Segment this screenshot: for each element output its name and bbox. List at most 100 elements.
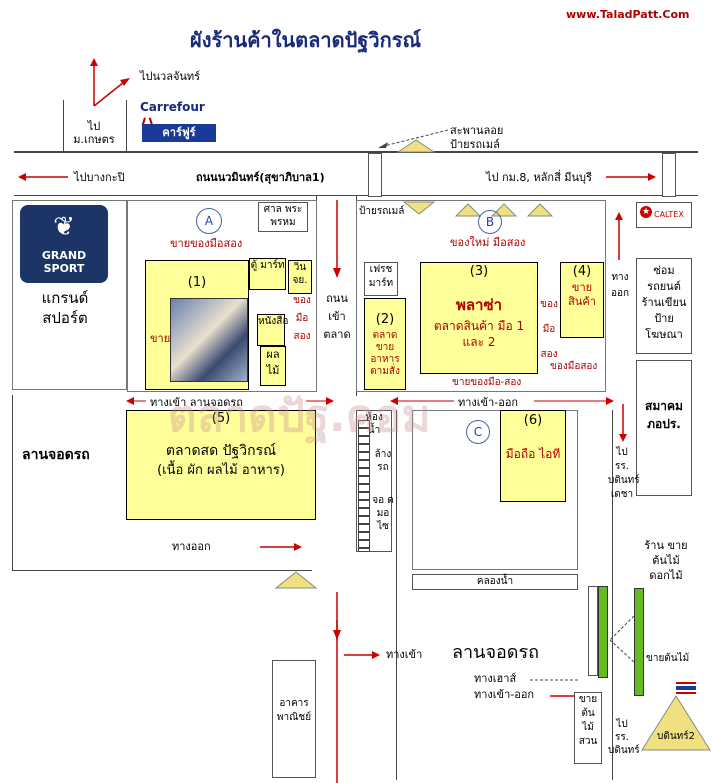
tree-pointer bbox=[609, 615, 635, 663]
zone-b-triangles bbox=[454, 203, 554, 217]
entrance-exit-top-label: ทางเข้า-ออก bbox=[458, 396, 519, 409]
overpass-post-left bbox=[368, 153, 382, 197]
shop-4-number: (4) bbox=[572, 264, 592, 279]
plaza-bottom-label: ขายของมือ-สอง bbox=[452, 377, 522, 388]
bodin-triangle-label: บดินทร์2 bbox=[656, 731, 695, 742]
overpass-label: สะพานลอย bbox=[450, 124, 504, 137]
shop-3-title: พลาซ่า bbox=[455, 296, 503, 314]
bodin-triangle bbox=[641, 695, 711, 751]
bus-stop-top-label: ป้ายรถเมล์ bbox=[450, 138, 500, 151]
side-road-left bbox=[63, 100, 64, 151]
overpass-triangle bbox=[396, 139, 436, 153]
shop-4[interactable] bbox=[560, 262, 604, 338]
entrance-exit-bottom-label: ทางเข้า-ออก bbox=[474, 688, 535, 701]
plaza-left-label: ของ มือ สอง bbox=[540, 299, 558, 360]
zone-b-label: ของใหม่ มือสอง bbox=[450, 236, 526, 249]
shop-5-number: (5) bbox=[211, 411, 231, 426]
win-moto-box[interactable]: วิน จย. bbox=[288, 260, 312, 294]
shop-3-subtitle: ตลาดสินค้า มือ 1 และ 2 bbox=[433, 319, 525, 349]
to-kaset-label: ไป ม.เกษตร bbox=[73, 120, 115, 146]
center-road-line bbox=[396, 410, 397, 780]
exit-house-label: ทางเฮาส์ bbox=[474, 672, 517, 685]
arrow-to-bangkapi bbox=[18, 173, 68, 181]
side-road-right bbox=[126, 100, 127, 151]
market-road-label: ถนน เข้า ตลาด bbox=[323, 292, 351, 341]
shop-3[interactable] bbox=[420, 262, 538, 374]
service-stripes bbox=[358, 420, 370, 552]
to-bodindecha-1-label: ไป รร. บดินทร์ เดชา bbox=[608, 447, 640, 500]
watermark: ตลาดปัฐ.คอม bbox=[168, 391, 431, 442]
shop-1-side-label: ขาย bbox=[150, 332, 171, 345]
exit-right-label: ทาง ออก bbox=[610, 272, 630, 299]
entrance-a-label: ทางเข้า ลานจอดรถ bbox=[150, 396, 243, 409]
main-road-label: ถนนนวมินทร์(สุขาภิบาล1) bbox=[196, 171, 325, 184]
plaza-right-label: ของมือสอง bbox=[550, 361, 598, 372]
carrefour-thai-badge: คาร์ฟูร์ bbox=[142, 124, 216, 142]
to-bangkapi-label: ไปบางกะปิ bbox=[74, 171, 125, 184]
fruit-box[interactable]: ผล ไม้ bbox=[260, 346, 286, 386]
caltex-star-icon: ★ bbox=[640, 206, 652, 218]
carrefour-logo: Carrefour ⟨⟩ bbox=[140, 96, 220, 134]
to-minburi-label: ไป กม.8, หลักสี่ มีนบุรี bbox=[486, 171, 592, 184]
exit-left-label: ทางออก bbox=[172, 540, 211, 553]
grandsport-logo: ❦ GRAND SPORT bbox=[20, 205, 108, 283]
exit-right-arrow bbox=[615, 212, 623, 260]
bus-stop-triangle bbox=[402, 201, 436, 215]
overpass-pointer bbox=[378, 129, 449, 148]
fresh-mart-box[interactable]: เฟรช มาร์ท bbox=[364, 262, 398, 296]
zone-c-circle: C bbox=[466, 420, 490, 444]
bus-stop-mid-label: ป้ายรถเมล์ bbox=[359, 206, 405, 217]
shop-6-label: มือถือ ไอที bbox=[505, 447, 561, 461]
shop-5[interactable] bbox=[126, 410, 316, 520]
parking-left-label: ลานจอดรถ bbox=[22, 447, 90, 463]
zone-b-circle: B bbox=[478, 210, 502, 234]
arrow-to-minburi bbox=[606, 173, 656, 181]
repair-shop-box: ซ่อม รถยนต์ ร้านเขียน ป้าย โฆษณา bbox=[636, 258, 692, 354]
canal-label: คลองน้ำ bbox=[476, 576, 514, 587]
shop-1-photo bbox=[170, 298, 248, 382]
green-strip-right bbox=[634, 588, 644, 696]
shop-4-label: ขาย สินค้า bbox=[568, 281, 596, 308]
carrefour-text: Carrefour bbox=[140, 100, 205, 114]
lower-road-bottom bbox=[12, 570, 312, 571]
exit-left-arrow bbox=[260, 543, 302, 551]
zone-a-circle: A bbox=[196, 208, 222, 234]
mini-mart-box[interactable]: ตู้ มาร์ท bbox=[249, 258, 286, 290]
shop-5-title: ตลาดสด ปัฐวิกรณ์ bbox=[165, 443, 277, 459]
zone-a-label: ขายของมือสอง bbox=[170, 237, 243, 250]
thai-flag-icon bbox=[676, 682, 696, 694]
shop-2-label: ตลาด ขาย อาหาร ตามสั่ง bbox=[370, 330, 400, 377]
car-wash-label[interactable]: ล้าง รถ bbox=[374, 449, 392, 473]
entrance-bottom-arrow bbox=[344, 651, 380, 659]
to-bodindecha-arrow bbox=[619, 404, 627, 442]
website-label[interactable]: www.TaladPatt.Com bbox=[566, 8, 690, 21]
shrine-box: ศาล พระพรหม bbox=[258, 202, 308, 232]
grandsport-thai-label: แกรนด์ สปอร์ต bbox=[41, 289, 89, 327]
entrance-exit-top-arrows bbox=[390, 397, 614, 405]
market-road-arrow bbox=[333, 200, 341, 783]
lower-triangle bbox=[274, 571, 318, 589]
entrance-bottom-label: ทางเข้า bbox=[386, 648, 423, 661]
tree-shop-right-label: ร้าน ขาย ต้นไม้ ดอกไม้ bbox=[644, 539, 688, 582]
green-strip-box-left bbox=[588, 586, 598, 676]
shop-2-number: (2) bbox=[375, 312, 395, 327]
shop-5-subtitle: (เนื้อ ผัก ผลไม้ อาหาร) bbox=[157, 463, 285, 478]
tree-garden-box: ขาย ต้น ไม้ สวน bbox=[574, 692, 602, 764]
grandsport-wings-icon: ❦ bbox=[53, 212, 75, 242]
shop-6[interactable] bbox=[500, 410, 566, 502]
shop-1-number: (1) bbox=[187, 275, 207, 290]
shop-6-number: (6) bbox=[523, 413, 543, 428]
shop-2[interactable] bbox=[364, 298, 406, 390]
shop-3-number: (3) bbox=[469, 264, 489, 279]
lower-road-left bbox=[12, 395, 13, 570]
secondhand-vertical-label: ของ มือ สอง bbox=[293, 295, 311, 342]
parking-bottom-label: ลานจอดรถ bbox=[452, 642, 540, 663]
books-box[interactable]: หนังสือ bbox=[257, 314, 288, 346]
arrow-to-nawamin bbox=[90, 58, 130, 107]
commercial-building: อาคาร พาณิชย์ bbox=[272, 660, 316, 778]
to-bodindecha-2-label: ไป รร. บดินทร์ bbox=[608, 719, 640, 756]
moto-park-label[interactable]: จอ ด มอ ไซ bbox=[372, 495, 394, 532]
toilet-label[interactable]: ห้อง น้ำ bbox=[365, 412, 383, 436]
caltex-label: CALTEX bbox=[654, 210, 684, 219]
map-title: ผังร้านค้าในตลาดปัฐวิกรณ์ bbox=[190, 28, 422, 52]
